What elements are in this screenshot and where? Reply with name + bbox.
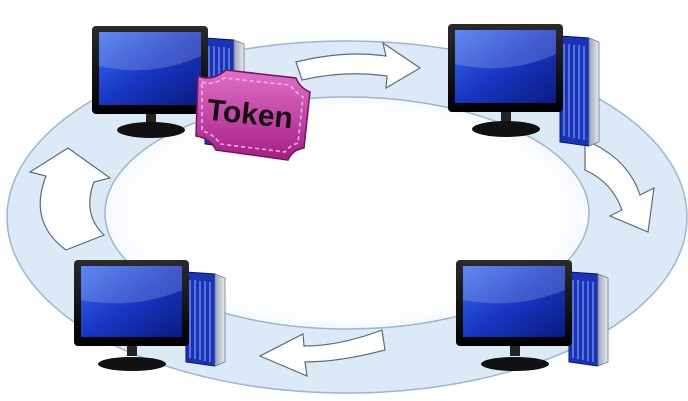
arrow-bottom-left-icon [258,329,386,377]
arrow-right-down-icon [584,139,655,233]
arrow-top-right-icon [295,41,422,90]
computer-top-right-icon [448,24,600,147]
computer-bottom-left-icon [74,260,226,371]
arrow-left-up-icon [28,147,112,251]
token-ticket: Token [195,69,311,161]
computer-bottom-right-icon [456,260,609,371]
